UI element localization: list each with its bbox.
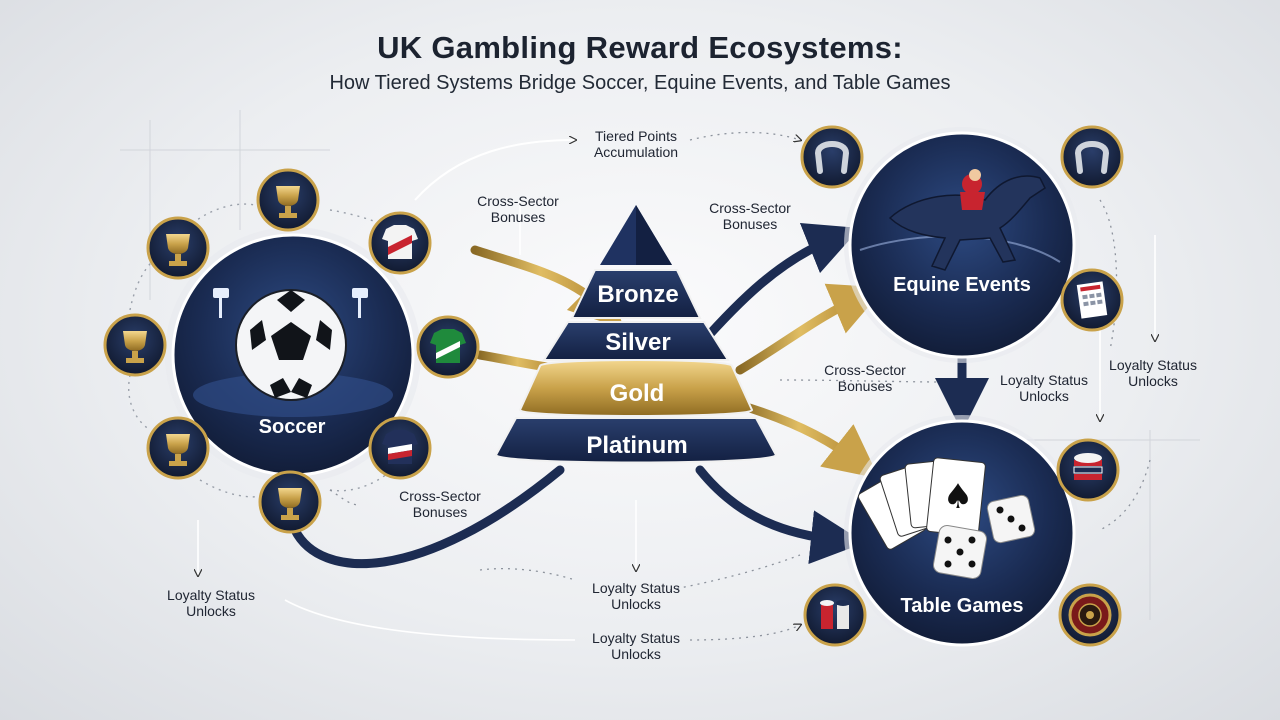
tier-platinum-label: Platinum <box>586 432 687 459</box>
poker-chips-icon <box>1056 438 1120 502</box>
label-tiered-points: Tiered Points Accumulation <box>593 128 679 160</box>
tier-bronze-band[interactable] <box>570 269 702 319</box>
tier-gold-band[interactable] <box>518 359 754 417</box>
label-cross-sector-bottom: Cross-Sector Bonuses <box>399 488 481 520</box>
soccer-ball-icon <box>235 289 347 401</box>
tier-platinum-band[interactable] <box>494 417 778 464</box>
racehorse-icon <box>888 169 1046 271</box>
jersey-icon <box>368 416 432 480</box>
diagram-subtitle: How Tiered Systems Bridge Soccer, Equine… <box>329 72 951 94</box>
horseshoe-icon <box>800 125 864 189</box>
label-cross-sector-left: Cross-Sector Bonuses <box>477 193 559 225</box>
equine-hub-label: Equine Events <box>893 274 1031 296</box>
jersey-icon <box>368 211 432 275</box>
horseshoe-icons <box>800 125 1124 332</box>
svg-text:♠: ♠ <box>943 477 973 517</box>
tier-pyramid: Bronze Silver Gold Platinum <box>494 205 778 464</box>
trophy-icons <box>103 168 322 534</box>
tier-silver-band[interactable] <box>542 321 730 361</box>
jersey-icons <box>368 211 480 480</box>
table-games-hub-label: Table Games <box>900 595 1023 617</box>
arrow-pyramid-to-equine-gold <box>735 283 885 375</box>
arrow-pyramid-to-table-navy <box>695 465 865 565</box>
arrow-pyramid-to-equine-navy <box>695 222 861 350</box>
playing-cards-icon: ♠ <box>857 457 986 550</box>
label-loyalty-bottom: Loyalty Status Unlocks <box>592 630 680 662</box>
label-cross-sector-right: Cross-Sector Bonuses <box>709 200 791 232</box>
thin-connectors <box>414 140 575 201</box>
trophy-icon <box>256 168 320 232</box>
arrow-soccer-to-pyramid-navy <box>290 465 565 569</box>
equine-hub[interactable]: Equine Events <box>844 127 1080 363</box>
soccer-hub[interactable]: Soccer <box>165 227 421 483</box>
trophy-icon <box>103 313 167 377</box>
label-loyalty-center: Loyalty Status Unlocks <box>592 580 680 612</box>
label-cross-sector-mid: Cross-Sector Bonuses <box>824 362 906 394</box>
jersey-icon <box>416 315 480 379</box>
trophy-icon <box>146 416 210 480</box>
table-games-hub[interactable]: ♠ Table Games <box>844 415 1080 651</box>
trophy-icon <box>258 470 322 534</box>
white-connectors <box>198 200 1155 641</box>
trophy-icon <box>146 216 210 280</box>
casino-icons <box>803 438 1122 647</box>
diagram-title: UK Gambling Reward Ecosystems: <box>377 30 903 65</box>
dice-icon <box>932 494 1036 580</box>
horseshoe-icon <box>1060 125 1124 189</box>
tier-bronze-label: Bronze <box>597 281 678 308</box>
tier-silver-label: Silver <box>605 329 670 356</box>
arrow-pyramid-to-table-gold <box>735 400 880 479</box>
soccer-hub-label: Soccer <box>259 416 326 438</box>
stadium-lights-icon <box>213 288 368 318</box>
label-loyalty-right-2: Loyalty Status Unlocks <box>1109 357 1197 389</box>
label-loyalty-right-1: Loyalty Status Unlocks <box>1000 372 1088 404</box>
label-loyalty-left: Loyalty Status Unlocks <box>167 587 255 619</box>
roulette-wheel-icon <box>1058 583 1122 647</box>
bet-slip-icon <box>1060 268 1124 332</box>
dotted-connectors <box>329 131 1151 641</box>
tier-gold-label: Gold <box>610 380 665 407</box>
poker-chips-icon <box>803 583 867 647</box>
